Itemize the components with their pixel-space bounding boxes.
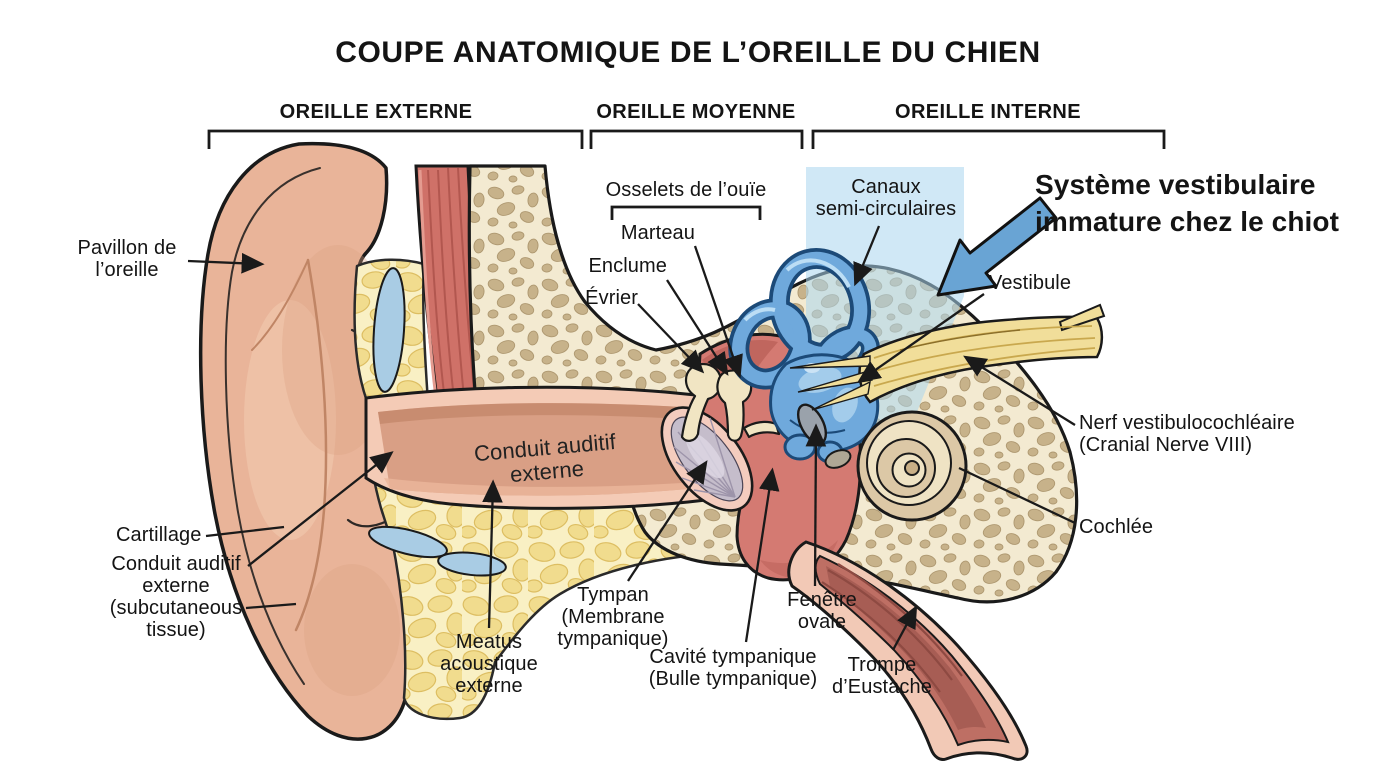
eustachian-tube xyxy=(787,540,1029,761)
ossicles xyxy=(680,362,808,442)
label-cartillage: Cartillage xyxy=(116,524,202,546)
stapes xyxy=(742,420,781,439)
section-oreille-moyenne: OREILLE MOYENNE xyxy=(596,101,796,123)
label-pavillon: Pavillon de l’oreille xyxy=(77,237,177,281)
callout-systeme-vestibulaire: Système vestibulaire immature chez le ch… xyxy=(1035,169,1340,237)
ossicles-bracket xyxy=(610,205,762,220)
label-cochlee: Cochlée xyxy=(1079,516,1154,538)
cochlea xyxy=(856,410,968,522)
section-oreille-externe: OREILLE EXTERNE xyxy=(279,101,473,123)
label-canaux-semi-circulaires: Canaux semi-circulaires xyxy=(815,176,957,220)
label-nerf-vestibulocochleaire: Nerf vestibulocochléaire (Cranial Nerve … xyxy=(1079,412,1295,456)
label-tympan: Tympan (Membrane tympanique) xyxy=(557,584,669,650)
label-osselets: Osselets de l’ouïe xyxy=(605,179,767,201)
label-trompe-eustache: Trompe d’Eustache xyxy=(832,654,932,698)
leader-lines xyxy=(187,225,1076,651)
label-conduit-auditif-subcutaneous: Conduit auditif externe (subcutaneous ti… xyxy=(109,553,243,641)
section-oreille-interne: OREILLE INTERNE xyxy=(894,101,1081,123)
label-fenetre-ovale: Fenêtre ovale xyxy=(787,589,857,633)
label-vestibule: Vestibule xyxy=(989,272,1072,294)
label-cavite-tympanique: Cavité tympanique (Bulle tympanique) xyxy=(648,646,818,690)
label-marteau: Marteau xyxy=(620,222,695,244)
ear-canal xyxy=(364,385,708,510)
section-brackets xyxy=(207,129,1166,149)
label-meatus-acoustique: Meatus acoustique externe xyxy=(440,631,538,697)
round-window xyxy=(824,449,852,469)
semicircular-canals xyxy=(728,247,880,390)
label-evrier: Évrier xyxy=(585,287,638,309)
label-enclume: Enclume xyxy=(588,255,667,277)
diagram-title: COUPE ANATOMIQUE DE L’OREILLE DU CHIEN xyxy=(335,36,1041,69)
callout-arrow-icon xyxy=(936,196,1058,297)
